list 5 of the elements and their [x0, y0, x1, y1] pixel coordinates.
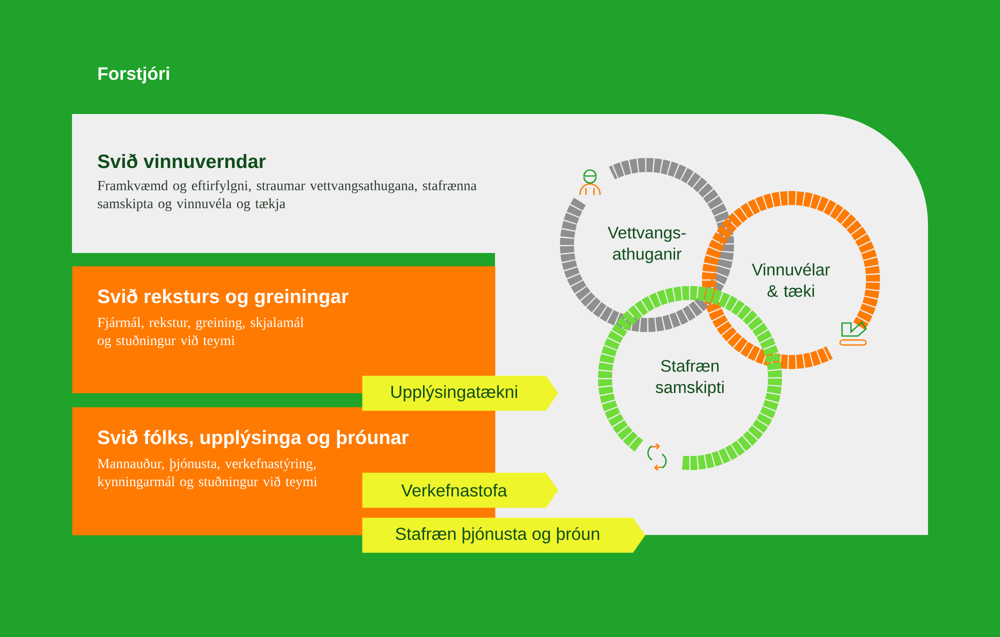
arrow-tag: Upplýsingatækni: [362, 376, 558, 411]
arrow-tag: Verkefnastofa: [362, 472, 558, 508]
ring: Vettvangs- athuganir: [560, 158, 734, 332]
arrow-tag: Stafræn þjónusta og þróun: [362, 518, 646, 553]
heading: Forstjóri: [98, 66, 169, 84]
